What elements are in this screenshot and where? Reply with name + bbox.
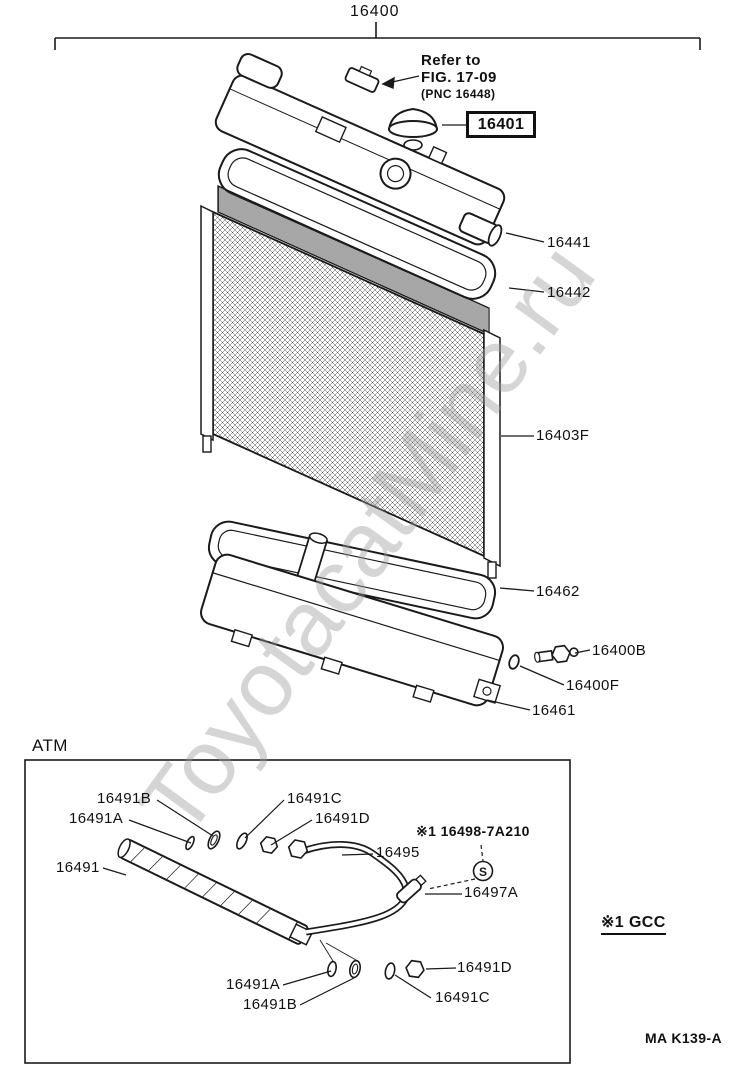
part-label-16442[interactable]: 16442 [547,284,591,301]
assembly-number-label[interactable]: 16400 [350,3,400,20]
refer-note: Refer to FIG. 17-09 (PNC 16448) [421,52,497,103]
part-label-16441[interactable]: 16441 [547,234,591,251]
s-marker-drawing: S [427,844,494,890]
part-label-16401-boxed[interactable]: 16401 [466,111,536,138]
part-label-16491D-bottom[interactable]: 16491D [457,959,512,976]
refer-arrow [381,75,420,89]
radiator-cap-drawing [388,107,438,151]
part-label-16491[interactable]: 16491 [56,859,100,876]
part-label-16491A-top[interactable]: 16491A [69,810,124,827]
part-label-16400B[interactable]: 16400B [592,642,647,659]
market-note: ※1 GCC [601,912,666,935]
part-label-16491C-top[interactable]: 16491C [287,790,342,807]
part-label-16491B-bottom[interactable]: 16491B [243,996,298,1013]
part-label-16497A[interactable]: 16497A [464,884,519,901]
core-drawing [200,184,501,579]
refer-note-line1: Refer to [421,52,481,69]
refer-note-line2: FIG. 17-09 [421,69,497,86]
part-label-16491D-top[interactable]: 16491D [315,810,370,827]
part-label-16491A-bottom[interactable]: 16491A [226,976,281,993]
part-label-16461[interactable]: 16461 [532,702,576,719]
oring-drawing [508,654,520,670]
pnc-part-drawing [344,65,380,93]
upper-tank-drawing [214,53,506,247]
s-marker-letter: S [479,865,487,879]
part-label-16491C-bottom[interactable]: 16491C [435,989,490,1006]
leader-lines [442,124,591,711]
union-part-note: ※1 16498-7A210 [416,823,530,839]
clamp-drawing [396,874,427,904]
part-label-16403F[interactable]: 16403F [536,427,590,444]
part-label-16491B-top[interactable]: 16491B [97,790,152,807]
drain-plug-drawing [534,644,579,664]
assembly-bracket [54,22,701,50]
part-label-16462[interactable]: 16462 [536,583,580,600]
atm-leader-lines [102,799,462,1006]
atm-box [24,759,571,1064]
atm-section-title: ATM [32,736,68,755]
lower-tank-drawing [200,532,504,707]
part-label-16400F[interactable]: 16400F [566,677,620,694]
part-label-16495[interactable]: 16495 [376,844,420,861]
top-washers-drawing [185,830,309,859]
drawing-code: MA K139-A [645,1030,722,1046]
bottom-washers-drawing [319,939,425,980]
cooler-tube-drawing [117,838,314,946]
refer-note-line3: (PNC 16448) [421,87,496,101]
